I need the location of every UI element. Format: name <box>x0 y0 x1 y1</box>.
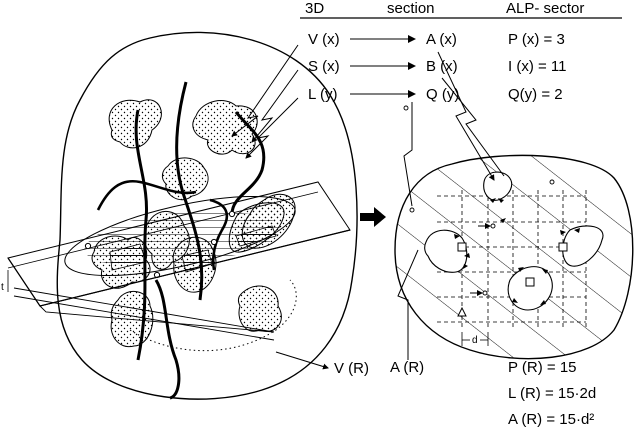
header-table: 3D section ALP- sector V (x) A (x) P (x)… <box>300 0 622 103</box>
point-hit-2 <box>558 242 568 252</box>
row-volume-alp: P (x) = 3 <box>508 31 565 48</box>
row-length-section: Q (y) <box>426 86 459 103</box>
fiber-crossing-4 <box>84 242 92 250</box>
triangle-icon <box>457 306 467 317</box>
connector-section-b <box>441 77 505 177</box>
thickness-label: t <box>1 282 4 293</box>
header-alp-sector: ALP- sector <box>506 0 584 17</box>
connector-area <box>397 249 419 360</box>
row-length-alp: Q(y) = 2 <box>508 86 563 103</box>
spacing-label: d <box>472 335 478 346</box>
particle-upper-right <box>192 100 258 155</box>
header-3d: 3D <box>305 0 324 17</box>
section-view: d <box>394 154 634 360</box>
area-label: A (R) <box>390 359 424 376</box>
result-area: A (R) = 15·d² <box>508 411 594 428</box>
length-point-q <box>409 207 415 213</box>
fiber-3 <box>230 111 266 215</box>
organ-outline <box>56 31 358 400</box>
object-3d: t V (R) <box>1 31 369 400</box>
connector-length <box>245 97 299 159</box>
volume-label: V (R) <box>334 360 369 377</box>
particle-lower-right <box>237 285 282 332</box>
row-volume-section: A (x) <box>426 31 457 48</box>
connector-surface <box>251 69 299 143</box>
fiber-1 <box>134 109 149 361</box>
row-length-3d: L (y) <box>308 86 337 103</box>
section-plane-lower <box>13 287 275 341</box>
fiber-5 <box>154 279 181 400</box>
fiber-6 <box>209 198 229 271</box>
profile-bottom <box>507 266 553 311</box>
particle-cut-d <box>228 202 285 253</box>
particle-cut-d-section <box>235 225 277 247</box>
header-q-point <box>403 105 409 111</box>
section-outline <box>394 154 634 360</box>
row-surface-3d: S (x) <box>308 58 340 75</box>
header-section: section <box>387 0 435 17</box>
point-hit-1 <box>457 242 467 252</box>
connector-section-a <box>437 51 495 181</box>
result-length: L (R) = 15·2d <box>508 385 596 402</box>
point-hit-3 <box>525 277 535 287</box>
hidden-contour <box>129 279 297 352</box>
length-point-2 <box>482 290 488 296</box>
section-plane-thickness <box>39 305 275 333</box>
section-arrow-icon <box>360 207 386 227</box>
row-surface-section: B (x) <box>426 58 458 75</box>
row-volume-3d: V (x) <box>308 31 340 48</box>
fiber-crossing-2 <box>210 238 218 246</box>
connector-volume <box>231 44 299 137</box>
volume-pointer <box>275 351 329 370</box>
connectors <box>231 44 505 360</box>
result-points: P (R) = 15 <box>508 359 577 376</box>
fiber-crossing-1 <box>228 210 236 218</box>
particle-middle <box>161 157 209 201</box>
row-surface-alp: I (x) = 11 <box>508 58 567 75</box>
length-point-1 <box>490 223 496 229</box>
fiber-4 <box>96 179 197 211</box>
length-point-top <box>549 179 555 185</box>
boundary-intersections <box>454 198 580 305</box>
profile-left <box>424 229 468 273</box>
connector-section-q <box>403 102 413 207</box>
